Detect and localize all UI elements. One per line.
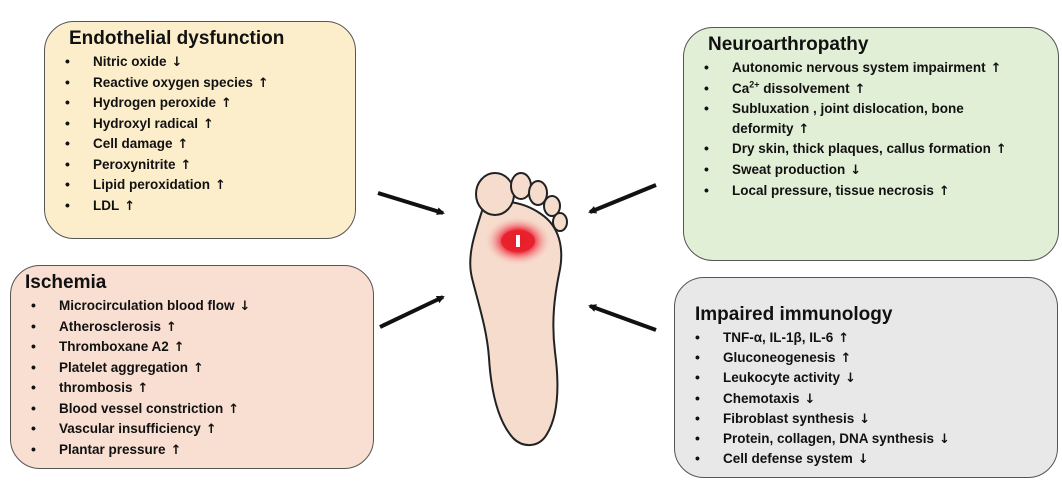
- neuroarthropathy-title: Neuroarthropathy: [708, 34, 1044, 56]
- list-item: Ca2+ dissolvement↑: [702, 79, 1044, 100]
- list-item: Cell defense system↓: [693, 449, 1043, 469]
- foot-ulcer-icon: [455, 168, 585, 478]
- list-item: LDL↑: [63, 196, 341, 217]
- endothelial-list: Nitric oxide↓ Reactive oxygen species↑ H…: [63, 52, 341, 216]
- neuroarthropathy-box: Neuroarthropathy Autonomic nervous syste…: [683, 27, 1059, 261]
- ischemia-list: Microcirculation blood flow↓ Atheroscler…: [29, 296, 359, 460]
- list-item: Atherosclerosis↑: [29, 317, 359, 338]
- list-item: TNF-α, IL-1β, IL-6↑: [693, 328, 1043, 348]
- list-item: Hydroxyl radical↑: [63, 114, 341, 135]
- list-item: Leukocyte activity↓: [693, 368, 1043, 388]
- list-item: Local pressure, tissue necrosis↑: [702, 181, 1044, 202]
- impaired-immunology-title: Impaired immunology: [695, 304, 1043, 326]
- list-item: Nitric oxide↓: [63, 52, 341, 73]
- ischemia-title: Ischemia: [25, 272, 359, 294]
- list-item: Thromboxane A2↑: [29, 337, 359, 358]
- list-item: Plantar pressure↑: [29, 440, 359, 461]
- list-item: Blood vessel constriction↑: [29, 399, 359, 420]
- list-item: Subluxation , joint dislocation, bone de…: [702, 99, 1044, 139]
- list-item: Chemotaxis↓: [693, 389, 1043, 409]
- arrow-endothelial-to-foot: [378, 193, 443, 213]
- list-item: Hydrogen peroxide↑: [63, 93, 341, 114]
- list-item: Reactive oxygen species↑: [63, 73, 341, 94]
- list-item: Peroxynitrite↑: [63, 155, 341, 176]
- arrow-neuro-to-foot: [590, 185, 656, 212]
- list-item: Platelet aggregation↑: [29, 358, 359, 379]
- list-item: thrombosis↑: [29, 378, 359, 399]
- arrow-ischemia-to-foot: [380, 297, 443, 327]
- list-item: Microcirculation blood flow↓: [29, 296, 359, 317]
- neuroarthropathy-list: Autonomic nervous system impairment↑ Ca2…: [702, 58, 1044, 201]
- ischemia-box: Ischemia Microcirculation blood flow↓ At…: [10, 265, 374, 469]
- list-item: Autonomic nervous system impairment↑: [702, 58, 1044, 79]
- list-item: Fibroblast synthesis↓: [693, 409, 1043, 429]
- list-item: Vascular insufficiency↑: [29, 419, 359, 440]
- list-item: Cell damage↑: [63, 134, 341, 155]
- endothelial-dysfunction-box: Endothelial dysfunction Nitric oxide↓ Re…: [44, 21, 356, 239]
- list-item: Dry skin, thick plaques, callus formatio…: [702, 139, 1044, 160]
- impaired-immunology-box: Impaired immunology TNF-α, IL-1β, IL-6↑ …: [674, 277, 1058, 478]
- arrow-immuno-to-foot: [590, 306, 656, 330]
- endothelial-title: Endothelial dysfunction: [69, 28, 341, 50]
- list-item: Gluconeogenesis↑: [693, 348, 1043, 368]
- list-item: Protein, collagen, DNA synthesis↓: [693, 429, 1043, 449]
- list-item: Lipid peroxidation↑: [63, 175, 341, 196]
- list-item: Sweat production↓: [702, 160, 1044, 181]
- impaired-immunology-list: TNF-α, IL-1β, IL-6↑ Gluconeogenesis↑ Leu…: [693, 328, 1043, 469]
